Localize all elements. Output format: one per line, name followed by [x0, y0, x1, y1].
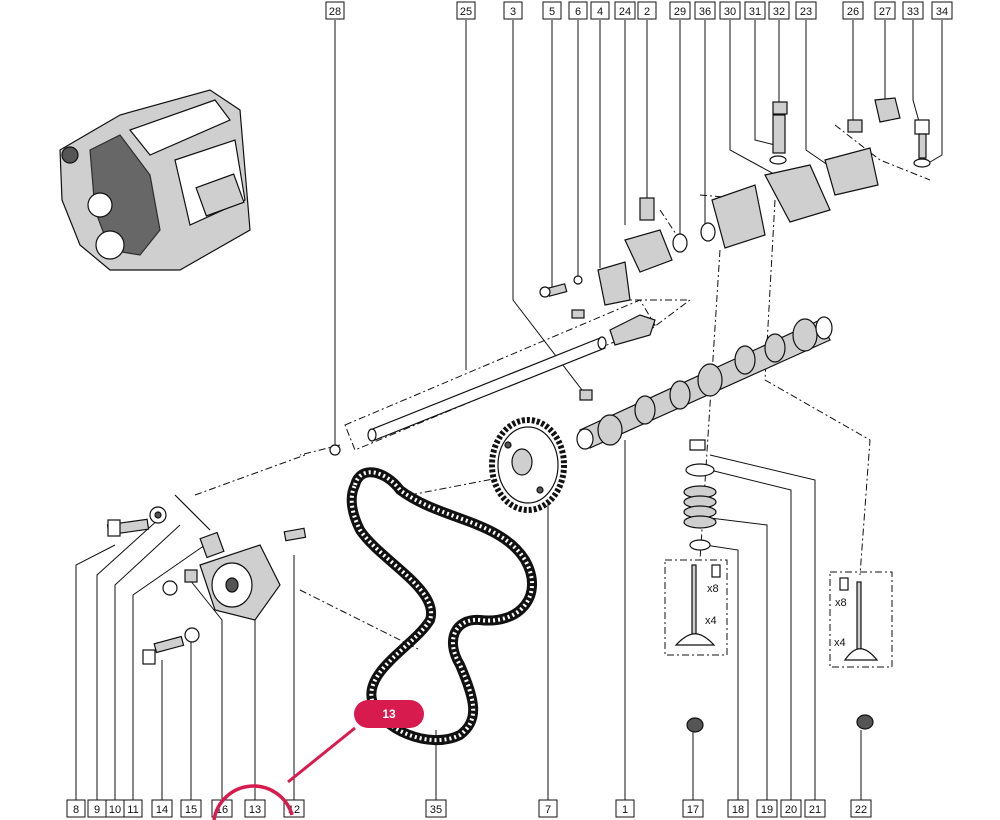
- part-label-10[interactable]: 10: [105, 799, 125, 818]
- svg-text:10: 10: [109, 804, 121, 816]
- svg-text:4: 4: [597, 6, 603, 18]
- svg-text:22: 22: [855, 804, 867, 816]
- svg-text:17: 17: [687, 804, 699, 816]
- svg-text:23: 23: [800, 6, 812, 18]
- part-label-21[interactable]: 21: [804, 799, 826, 818]
- part-label-29[interactable]: 29: [669, 1, 691, 20]
- part-label-6[interactable]: 6: [568, 1, 588, 20]
- part-label-14[interactable]: 14: [151, 799, 173, 818]
- part-label-5[interactable]: 5: [542, 1, 562, 20]
- part-label-15[interactable]: 15: [180, 799, 202, 818]
- highlight-callout[interactable]: 13: [212, 700, 424, 820]
- svg-text:29: 29: [674, 6, 686, 18]
- part-label-24[interactable]: 24: [614, 1, 636, 20]
- part-label-33[interactable]: 33: [902, 1, 924, 20]
- valve-train: [674, 439, 879, 733]
- part-label-13[interactable]: 13: [244, 799, 266, 818]
- part-label-4[interactable]: 4: [590, 1, 610, 20]
- svg-text:24: 24: [619, 6, 631, 18]
- part-label-2[interactable]: 2: [637, 1, 657, 20]
- part-label-20[interactable]: 20: [780, 799, 802, 818]
- svg-text:5: 5: [549, 6, 555, 18]
- svg-text:30: 30: [724, 6, 736, 18]
- svg-text:25: 25: [460, 6, 472, 18]
- part-label-30[interactable]: 30: [719, 1, 741, 20]
- part-label-26[interactable]: 26: [842, 1, 864, 20]
- qty-exhaust-valves: x4: [834, 637, 846, 649]
- rocker-shaft: [367, 336, 607, 442]
- part-label-34[interactable]: 34: [931, 1, 953, 20]
- part-label-18[interactable]: 18: [727, 799, 749, 818]
- svg-text:2: 2: [644, 6, 650, 18]
- svg-text:34: 34: [936, 6, 948, 18]
- part-label-28[interactable]: 28: [325, 1, 345, 20]
- bottom-part-labels: 8 9 10 11 14 15 16 13 12 35 7 1 17 18 19…: [66, 799, 872, 818]
- part-label-25[interactable]: 25: [456, 1, 476, 20]
- camshaft: [576, 316, 833, 450]
- qty-exhaust-keepers: x8: [835, 597, 847, 609]
- part-label-22[interactable]: 22: [850, 799, 872, 818]
- svg-text:11: 11: [127, 804, 138, 816]
- part-label-19[interactable]: 19: [756, 799, 778, 818]
- top-hardware: [329, 97, 931, 456]
- svg-text:33: 33: [907, 6, 919, 18]
- svg-text:1: 1: [622, 804, 628, 816]
- part-label-11[interactable]: 11: [123, 799, 143, 818]
- svg-text:20: 20: [785, 804, 797, 816]
- svg-text:18: 18: [732, 804, 744, 816]
- tensioner-assembly: [106, 494, 307, 665]
- part-label-31[interactable]: 31: [744, 1, 766, 20]
- part-label-17[interactable]: 17: [682, 799, 704, 818]
- leader-lines: [75, 20, 943, 800]
- svg-text:31: 31: [749, 6, 761, 18]
- part-label-3[interactable]: 3: [503, 1, 523, 20]
- svg-text:8: 8: [73, 804, 79, 816]
- callout-badge[interactable]: [354, 700, 424, 728]
- callout-badge-label: 13: [382, 707, 396, 721]
- svg-text:28: 28: [329, 6, 341, 18]
- qty-intake-valves: x4: [705, 615, 717, 627]
- svg-text:19: 19: [761, 804, 773, 816]
- svg-text:26: 26: [847, 6, 859, 18]
- part-label-8[interactable]: 8: [66, 799, 86, 818]
- svg-text:6: 6: [575, 6, 581, 18]
- timing-belt: [346, 467, 537, 745]
- svg-text:15: 15: [185, 804, 197, 816]
- qty-intake-keepers: x8: [707, 583, 719, 595]
- part-label-9[interactable]: 9: [87, 799, 107, 818]
- part-label-1[interactable]: 1: [615, 799, 635, 818]
- svg-text:35: 35: [430, 804, 442, 816]
- svg-text:14: 14: [156, 804, 168, 816]
- part-label-35[interactable]: 35: [425, 799, 447, 818]
- engine-overview-thumbnail: [59, 89, 251, 271]
- part-label-7[interactable]: 7: [538, 799, 558, 818]
- svg-text:3: 3: [510, 6, 516, 18]
- part-label-27[interactable]: 27: [874, 1, 896, 20]
- svg-text:21: 21: [809, 804, 821, 816]
- svg-text:32: 32: [773, 6, 785, 18]
- svg-text:27: 27: [879, 6, 891, 18]
- svg-text:9: 9: [94, 804, 100, 816]
- part-label-36[interactable]: 36: [694, 1, 716, 20]
- svg-text:13: 13: [249, 804, 261, 816]
- camshaft-sprocket: [489, 417, 567, 513]
- top-part-labels: 28 25 3 5 6 4 24 2 29 36 30 31 32 23 26 …: [325, 1, 953, 20]
- svg-text:7: 7: [545, 804, 551, 816]
- part-label-32[interactable]: 32: [768, 1, 790, 20]
- part-label-23[interactable]: 23: [795, 1, 817, 20]
- svg-text:36: 36: [699, 6, 711, 18]
